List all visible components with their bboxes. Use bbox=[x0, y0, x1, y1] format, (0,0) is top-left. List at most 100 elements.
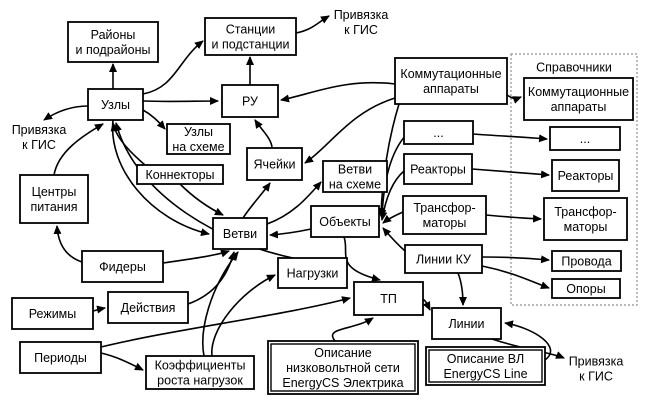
node-dots: ... bbox=[403, 120, 474, 145]
edge-konnektory-vetvi bbox=[179, 183, 224, 216]
vetvi-label: Ветви bbox=[223, 227, 257, 241]
node-obekty: Объекты bbox=[310, 205, 380, 238]
edge-fidery-vetvi bbox=[162, 249, 230, 264]
edge-dots-dotssprav bbox=[472, 133, 548, 143]
linii-label: Линии bbox=[448, 317, 484, 331]
rezhimy-label: Режимы bbox=[29, 307, 77, 321]
node-linii-ku: Линии КУ bbox=[404, 244, 483, 274]
node-konnektory: Коннекторы bbox=[136, 164, 224, 185]
edge-kommapp-yacheiki bbox=[304, 97, 396, 164]
node-tp: ТП bbox=[353, 281, 424, 316]
uzly-label: Узлы bbox=[101, 98, 130, 112]
opory-label: Опоры bbox=[566, 282, 605, 296]
node-uzly: Узлы bbox=[87, 88, 144, 121]
tp-label: ТП bbox=[380, 292, 397, 306]
edge-nagruzki-uzly bbox=[114, 122, 294, 259]
provoda-label: Провода bbox=[561, 254, 611, 268]
edge-tp-linii bbox=[422, 298, 431, 311]
edge-uzly-stancii bbox=[142, 40, 204, 95]
periody-label: Периоды bbox=[34, 351, 87, 365]
edge-kommapp-kommappsprav bbox=[506, 94, 522, 104]
edge-liniiku-linii bbox=[457, 272, 467, 306]
nagruzki-label: Нагрузки bbox=[287, 266, 339, 280]
spravochniki-label-label: Справочники bbox=[536, 60, 612, 74]
edge-uzly-uzly-na-sheme bbox=[142, 109, 166, 130]
node-rezhimy: Режимы bbox=[11, 297, 94, 330]
edge-fidery-centry bbox=[53, 225, 83, 263]
node-linii: Линии bbox=[431, 307, 502, 340]
reaktory-sprav-label: Реакторы bbox=[558, 169, 614, 183]
edge-centry-uzly bbox=[53, 123, 104, 176]
dots-label: ... bbox=[433, 126, 443, 140]
edge-stancii-gis-top bbox=[295, 15, 330, 34]
edge-kommapp-ru bbox=[280, 81, 396, 103]
edge-vetvi-vetvinasheme bbox=[266, 181, 322, 225]
transformatory-sprav-label: Трансфор-маторы bbox=[554, 205, 616, 234]
node-deistviya: Действия bbox=[107, 291, 189, 324]
dots-sprav-label: ... bbox=[580, 132, 590, 146]
edge-transf-obekty bbox=[382, 211, 404, 224]
node-yacheiki: Ячейки bbox=[246, 147, 303, 181]
obekty-label: Объекты bbox=[319, 215, 371, 229]
edge-transf-transfsprav bbox=[485, 214, 542, 223]
transformatory-label: Трансфор-маторы bbox=[413, 201, 475, 230]
node-transformatory-sprav: Трансфор-маторы bbox=[543, 197, 628, 241]
edge-periody-tp bbox=[100, 296, 351, 348]
edge-kommapp-obekty bbox=[377, 103, 400, 217]
edge-uzly-gis-left bbox=[43, 105, 89, 121]
node-nagruzki: Нагрузки bbox=[277, 257, 348, 289]
yacheiki-label: Ячейки bbox=[254, 157, 296, 171]
fidery-label: Фидеры bbox=[99, 260, 146, 274]
node-provoda: Провода bbox=[551, 250, 622, 272]
node-reaktory-sprav: Реакторы bbox=[551, 159, 620, 192]
edge-koef-vetvi bbox=[202, 251, 239, 357]
edge-liniiku-opory bbox=[481, 265, 550, 289]
node-opory: Опоры bbox=[551, 278, 621, 299]
edge-obekty-vetvi bbox=[269, 228, 312, 239]
edge-vetvi-yacheiki bbox=[242, 182, 271, 219]
edge-koef-nagruzki bbox=[211, 274, 276, 357]
edge-liniiku-obekty bbox=[382, 227, 406, 252]
linii-ku-label: Линии КУ bbox=[416, 252, 471, 266]
node-fidery: Фидеры bbox=[81, 250, 164, 283]
node-transformatory: Трансфор-маторы bbox=[402, 195, 487, 235]
konnektory-label: Коннекторы bbox=[145, 168, 214, 182]
deistviya-label: Действия bbox=[121, 301, 176, 315]
node-ru: РУ bbox=[221, 84, 279, 118]
node-spravochniki-label: Справочники bbox=[536, 60, 612, 74]
spravochniki-container bbox=[510, 53, 638, 306]
edge-rezhimy-deistviya bbox=[92, 305, 106, 314]
edge-liniiku-provoda bbox=[481, 255, 550, 264]
ru-label: РУ bbox=[242, 94, 258, 108]
node-dots-sprav: ... bbox=[549, 126, 621, 151]
edge-periody-koef bbox=[100, 352, 144, 371]
node-vetvi: Ветви bbox=[212, 217, 268, 250]
